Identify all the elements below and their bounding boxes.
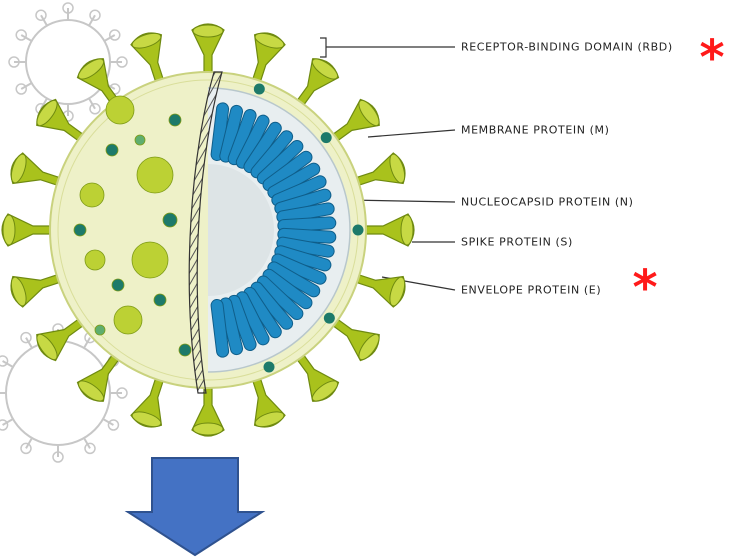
bg-spike-head bbox=[36, 10, 46, 20]
surface-protein-icon bbox=[112, 279, 124, 291]
surface-protein-icon bbox=[85, 250, 105, 270]
membrane-protein-icon bbox=[321, 132, 332, 143]
envelope-asterisk-icon: * bbox=[632, 264, 657, 312]
label-membrane-protein: MEMBRANE PROTEIN (M) bbox=[461, 124, 610, 137]
membrane-protein-icon bbox=[324, 313, 335, 324]
label-receptor-binding-domain: RECEPTOR-BINDING DOMAIN (RBD) bbox=[461, 41, 673, 54]
surface-protein-icon bbox=[135, 135, 145, 145]
label-envelope-protein: ENVELOPE PROTEIN (E) bbox=[461, 284, 601, 297]
surface-protein-icon bbox=[95, 325, 105, 335]
surface-protein-icon bbox=[114, 306, 142, 334]
down-arrow-icon bbox=[128, 458, 262, 555]
surface-protein-icon bbox=[154, 294, 166, 306]
surface-protein-icon bbox=[132, 242, 168, 278]
surface-protein-icon bbox=[80, 183, 104, 207]
membrane-protein-icon bbox=[353, 225, 364, 236]
label-nucleocapsid-protein: NUCLEOCAPSID PROTEIN (N) bbox=[461, 196, 634, 209]
membrane-protein-icon bbox=[254, 84, 265, 95]
surface-protein-icon bbox=[163, 213, 177, 227]
rbd-asterisk-icon: * bbox=[699, 34, 724, 82]
surface-protein-icon bbox=[169, 114, 181, 126]
bg-spike-head bbox=[90, 10, 100, 20]
surface-protein-icon bbox=[179, 344, 191, 356]
surface-protein-icon bbox=[137, 157, 173, 193]
surface-protein-icon bbox=[74, 224, 86, 236]
label-spike-protein: SPIKE PROTEIN (S) bbox=[461, 236, 573, 249]
surface-protein-icon bbox=[106, 96, 134, 124]
surface-protein-icon bbox=[106, 144, 118, 156]
membrane-protein-icon bbox=[264, 362, 275, 373]
